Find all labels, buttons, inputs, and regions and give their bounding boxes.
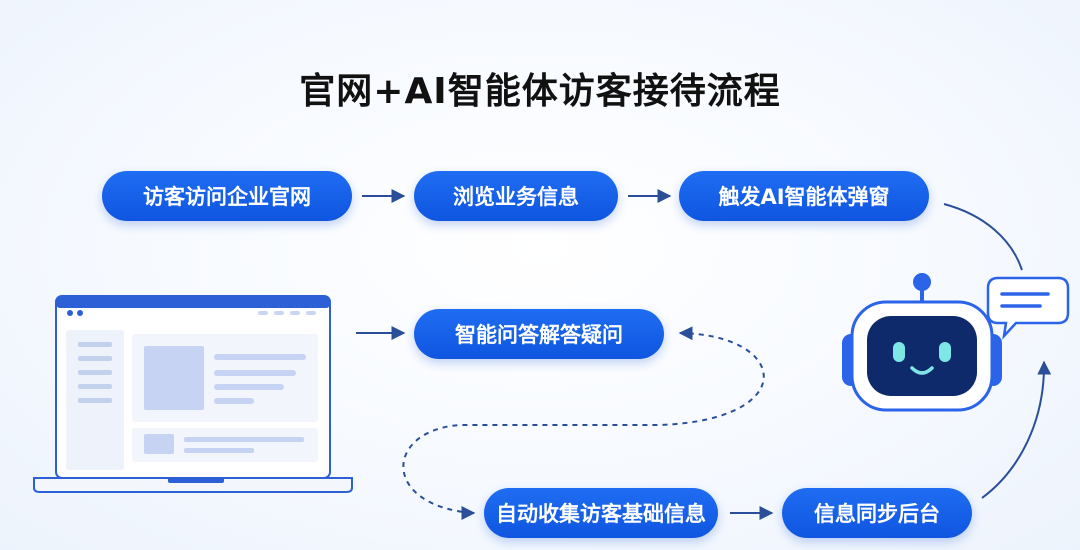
laptop-icon <box>33 295 353 493</box>
step-smart-qa: 智能问答解答疑问 <box>414 309 664 359</box>
chat-bubble-icon <box>986 276 1070 340</box>
step-sync-backend: 信息同步后台 <box>782 488 972 538</box>
step-browse-info: 浏览业务信息 <box>414 171 618 221</box>
diagram-title: 官网+AI智能体访客接待流程 <box>299 71 781 112</box>
step-trigger-ai-popup: 触发AI智能体弹窗 <box>679 171 929 221</box>
arrow-sync-to-robot <box>981 360 1052 499</box>
step-visit-website: 访客访问企业官网 <box>102 171 352 221</box>
robot-icon <box>842 273 1002 412</box>
arrow-popup-to-bubble <box>943 203 1023 271</box>
dashed-loop-arrow <box>402 326 765 514</box>
step-collect-visitor-info: 自动收集访客基础信息 <box>484 488 718 538</box>
